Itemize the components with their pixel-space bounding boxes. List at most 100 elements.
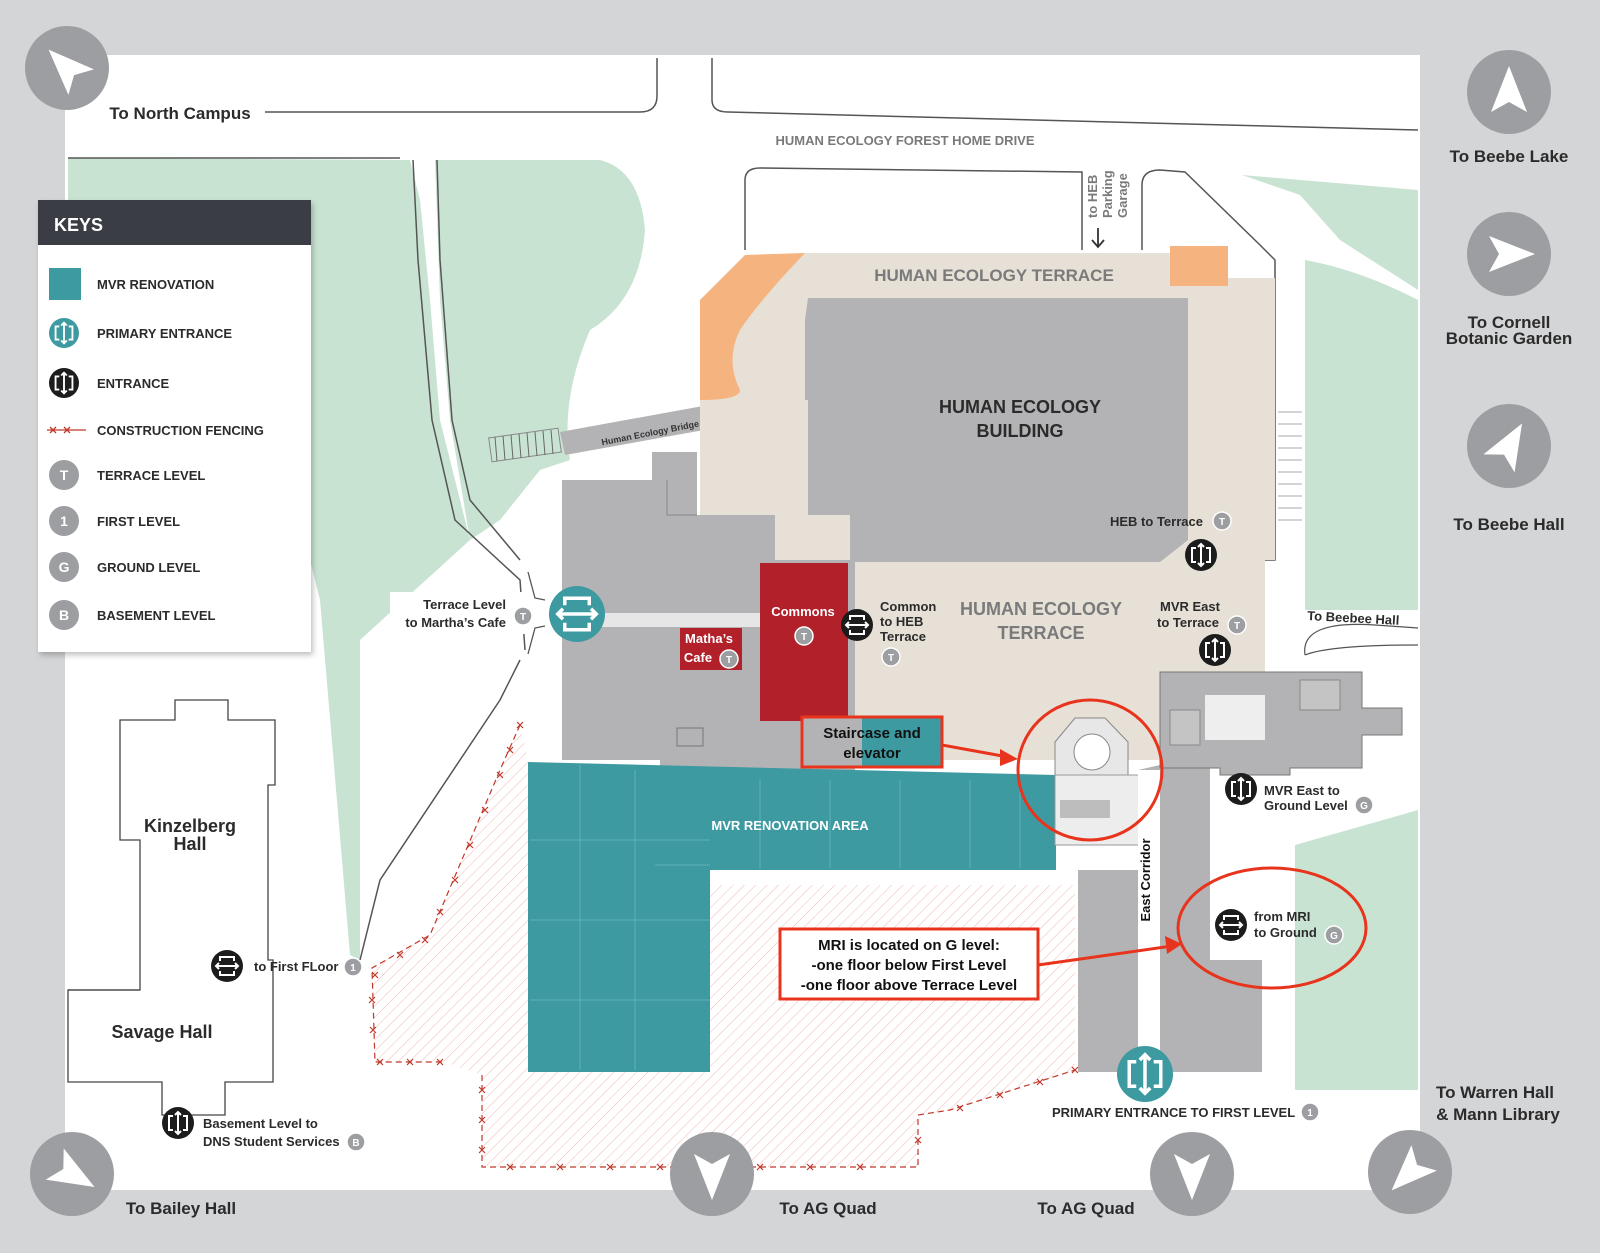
key-label: PRIMARY ENTRANCE xyxy=(97,326,232,341)
human-ecology-building xyxy=(805,298,1188,562)
label-botanic-2: Botanic Garden xyxy=(1446,329,1573,348)
construction-fence-south xyxy=(481,1069,1076,1168)
mri-callout-arrow xyxy=(1037,944,1173,967)
fence-icon xyxy=(47,426,86,434)
keys-title: KEYS xyxy=(54,215,103,235)
label-marthas-1: Matha’s xyxy=(685,631,733,646)
renovation-floorplan-lines xyxy=(530,765,1021,1070)
entrance-first-floor-icon xyxy=(211,950,243,982)
badge-letter: T xyxy=(520,612,526,623)
construction-fence-markers xyxy=(368,721,1079,1171)
road-north-b xyxy=(711,58,1419,131)
bridge-stair-treads xyxy=(494,429,554,462)
badge-primary-entrance: 1 xyxy=(1300,1102,1320,1122)
label-terrace-top: HUMAN ECOLOGY TERRACE xyxy=(874,266,1114,285)
green-space-southeast xyxy=(1295,810,1418,1090)
entrance-mvr-east-terrace-icon xyxy=(1199,634,1231,666)
label-mvr-east-ground-1: MVR East to xyxy=(1264,783,1340,798)
primary-entrance-cafe-icon xyxy=(549,586,605,642)
construction-fence-west xyxy=(371,724,521,1063)
key-badge-letter: B xyxy=(59,607,69,623)
label-staircase-2: elevator xyxy=(843,745,901,762)
entrance-common-heb-icon xyxy=(841,609,873,641)
label-basement-1: Basement Level to xyxy=(203,1116,318,1131)
path-beebee xyxy=(1304,623,1419,656)
primary-entrance-icon xyxy=(49,318,79,348)
badge-marthas: T xyxy=(719,649,739,669)
label-renovation-area: MVR RENOVATION AREA xyxy=(711,818,869,833)
badge-letter: T xyxy=(1234,621,1240,632)
heb-garage-line-2: Parking xyxy=(1100,170,1115,218)
label-east-corridor: East Corridor xyxy=(1138,838,1153,921)
badge-letter: G xyxy=(1330,931,1338,942)
badge-letter: T xyxy=(888,653,894,664)
badge-letter: T xyxy=(1219,517,1225,528)
key-label: MVR RENOVATION xyxy=(97,277,214,292)
mvr-east-room-b xyxy=(1299,679,1341,711)
label-mri-3: -one floor above Terrace Level xyxy=(801,977,1017,994)
east-corridor-building xyxy=(1078,760,1262,1072)
label-terrace-mid-2: TERRACE xyxy=(997,623,1084,643)
label-north-campus: To North Campus xyxy=(109,104,250,123)
label-primary-entrance: PRIMARY ENTRANCE TO FIRST LEVEL xyxy=(1052,1105,1295,1120)
key-badge-letter: G xyxy=(59,559,70,575)
badge-letter: G xyxy=(1360,801,1368,812)
label-staircase-1: Staircase and xyxy=(823,725,921,742)
badge-heb-to-terrace: T xyxy=(1212,511,1232,531)
badge-basement: B xyxy=(346,1132,366,1152)
label-beebe-lake: To Beebe Lake xyxy=(1450,147,1569,166)
badge-mvr-east-terrace: T xyxy=(1227,615,1247,635)
label-mvr-east-ground-2: Ground Level xyxy=(1264,798,1348,813)
staircase-arrowhead-icon xyxy=(1000,749,1018,766)
human-ecology-bridge xyxy=(560,402,732,455)
staircase-callout-arrow xyxy=(941,743,1009,759)
badge-terrace-cafe: T xyxy=(513,606,533,626)
orange-zone-east xyxy=(1170,246,1228,286)
key-item: ENTRANCE xyxy=(49,368,170,398)
label-kinzelberg-2: Hall xyxy=(173,834,206,854)
key-item: CONSTRUCTION FENCING xyxy=(47,423,264,438)
mri-arrowhead-icon xyxy=(1165,936,1182,954)
label-terrace-cafe-1: Terrace Level xyxy=(423,597,506,612)
label-from-mri-1: from MRI xyxy=(1254,909,1310,924)
building-detail xyxy=(676,727,704,747)
entrance-mri-icon xyxy=(1215,909,1247,941)
path-southwest xyxy=(359,659,521,961)
level-badge-icon: B xyxy=(49,600,79,630)
label-to-beebee-hall: To Beebee Hall xyxy=(1307,608,1400,628)
label-mri-1: MRI is located on G level: xyxy=(818,937,1000,954)
key-badge-letter: T xyxy=(60,467,69,483)
label-beebe-hall: To Beebe Hall xyxy=(1453,515,1564,534)
label-first-floor: to First FLoor xyxy=(254,959,339,974)
level-badge-icon: G xyxy=(49,552,79,582)
label-building-1: HUMAN ECOLOGY xyxy=(939,397,1101,417)
path-beebee-b xyxy=(1304,644,1419,656)
label-savage-hall: Savage Hall xyxy=(111,1022,212,1042)
label-botanic-1: To Cornell xyxy=(1468,313,1551,332)
renovation-swatch-icon xyxy=(49,268,81,300)
staircase-highlight-circle xyxy=(1016,698,1164,842)
key-item: MVR RENOVATION xyxy=(49,268,214,300)
key-label: FIRST LEVEL xyxy=(97,514,180,529)
elevator xyxy=(1060,800,1110,818)
badge-mvr-east-ground: G xyxy=(1354,795,1374,815)
label-common-heb-1: Common xyxy=(880,599,936,614)
orange-zone-west xyxy=(700,253,805,400)
mvr-east-courtyard xyxy=(1205,695,1265,740)
building-outline-detail xyxy=(666,480,697,516)
key-label: GROUND LEVEL xyxy=(97,560,200,575)
mvr-east-room xyxy=(1169,709,1201,746)
green-space-northeast xyxy=(1242,175,1418,290)
label-mvr-east-terrace-1: MVR East xyxy=(1160,599,1221,614)
label-ag-quad-2: To AG Quad xyxy=(1037,1199,1134,1218)
label-basement-2: DNS Student Services xyxy=(203,1134,340,1149)
arrow-beebe-lake-icon xyxy=(1467,50,1551,134)
terrace-stairs-east xyxy=(1278,400,1302,535)
label-terrace-mid-1: HUMAN ECOLOGY xyxy=(960,599,1122,619)
label-mvr-east-terrace-2: to Terrace xyxy=(1157,615,1219,630)
arrow-warren-hall-icon xyxy=(1368,1130,1452,1214)
